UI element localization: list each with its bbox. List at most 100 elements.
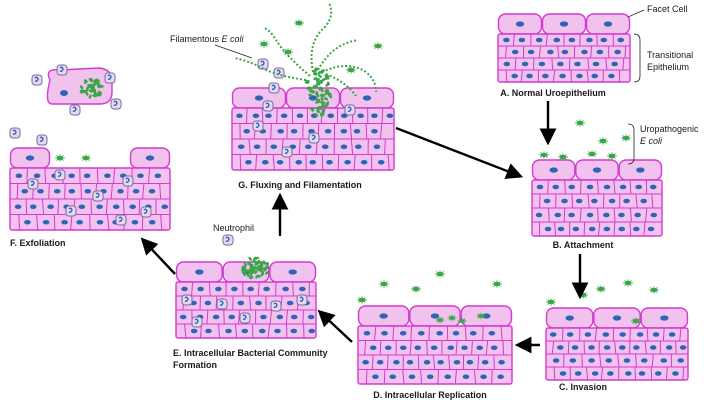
arrow-g-to-b bbox=[395, 126, 524, 179]
neutrophil-icon bbox=[110, 98, 122, 110]
nucleus-icon bbox=[586, 184, 594, 190]
exfoliated-cell bbox=[46, 67, 113, 105]
neutrophil-icon bbox=[181, 294, 193, 306]
bacterium-icon bbox=[316, 107, 321, 110]
bacterium-icon bbox=[346, 66, 356, 74]
nucleus-icon bbox=[212, 314, 220, 320]
nucleus-icon bbox=[263, 286, 270, 292]
nucleus-icon bbox=[634, 212, 641, 218]
nucleus-icon bbox=[406, 359, 414, 365]
filamentous-label: Filamentous E coli bbox=[170, 34, 245, 44]
nucleus-icon bbox=[498, 359, 505, 365]
nucleus-icon bbox=[521, 61, 529, 67]
bacterium-icon bbox=[435, 270, 445, 278]
nucleus-icon bbox=[614, 49, 621, 55]
nucleus-icon bbox=[277, 128, 284, 134]
nucleus-icon bbox=[588, 226, 596, 232]
nucleus-icon bbox=[549, 332, 557, 337]
nucleus-icon bbox=[344, 159, 351, 165]
bacterium-icon bbox=[264, 271, 269, 275]
nucleus-icon bbox=[362, 359, 369, 365]
nucleus-icon bbox=[304, 144, 312, 150]
nucleus-icon bbox=[42, 219, 50, 225]
neutrophil-label: Neutrophil bbox=[213, 223, 254, 233]
bacterium-icon bbox=[259, 40, 269, 48]
nucleus-icon bbox=[649, 345, 657, 350]
nucleus-icon bbox=[561, 49, 569, 55]
bacterium-icon bbox=[321, 77, 326, 82]
nucleus-icon bbox=[295, 159, 303, 165]
neutrophil-icon bbox=[56, 64, 68, 76]
nucleus-icon bbox=[231, 286, 238, 292]
bacterium-icon bbox=[249, 274, 254, 279]
nucleus-icon bbox=[148, 188, 156, 194]
nucleus-icon bbox=[679, 345, 687, 350]
nucleus-icon bbox=[96, 204, 103, 210]
bacterium-icon bbox=[261, 270, 265, 275]
nucleus-icon bbox=[636, 332, 644, 337]
neutrophil-icon bbox=[9, 127, 21, 139]
nucleus-icon bbox=[633, 226, 640, 232]
nucleus-icon bbox=[554, 212, 562, 218]
nucleus-icon bbox=[515, 21, 525, 27]
nucleus-icon bbox=[591, 198, 598, 204]
nucleus-icon bbox=[535, 37, 543, 43]
nucleus-icon bbox=[373, 144, 381, 150]
nucleus-icon bbox=[650, 212, 658, 218]
bacterium-icon bbox=[311, 90, 316, 94]
nucleus-icon bbox=[608, 198, 616, 204]
bacterium-icon bbox=[263, 267, 268, 272]
neutrophil-icon bbox=[27, 178, 39, 190]
nucleus-icon bbox=[618, 212, 625, 218]
nucleus-icon bbox=[195, 269, 204, 275]
bacterium-icon bbox=[324, 103, 329, 108]
nucleus-icon bbox=[309, 159, 317, 165]
nucleus-icon bbox=[47, 204, 54, 210]
bacterium-icon bbox=[373, 42, 383, 50]
nucleus-icon bbox=[270, 144, 278, 150]
nucleus-icon bbox=[14, 204, 22, 210]
intracellular-bacterial-community bbox=[304, 67, 333, 117]
neutrophil-icon bbox=[257, 58, 269, 70]
nucleus-icon bbox=[574, 61, 581, 67]
nucleus-icon bbox=[603, 212, 610, 218]
nucleus-icon bbox=[215, 286, 222, 292]
bacterium-icon bbox=[294, 19, 304, 27]
nucleus-icon bbox=[33, 173, 41, 179]
nucleus-icon bbox=[568, 184, 576, 190]
bacterium-icon bbox=[447, 314, 457, 322]
bacterium-icon bbox=[88, 78, 94, 81]
epithelium-c-invasion bbox=[545, 307, 689, 381]
bacterium-icon bbox=[327, 93, 333, 97]
nucleus-icon bbox=[561, 198, 568, 204]
bacterium-icon bbox=[249, 266, 253, 271]
nucleus-icon bbox=[605, 358, 613, 363]
nucleus-icon bbox=[145, 155, 155, 161]
nucleus-icon bbox=[76, 219, 83, 225]
neutrophil-icon bbox=[115, 214, 127, 226]
bacterium-icon bbox=[264, 262, 270, 265]
nucleus-icon bbox=[399, 330, 407, 336]
neutrophil-icon bbox=[308, 132, 320, 144]
nucleus-icon bbox=[389, 374, 397, 380]
neutrophil-icon bbox=[270, 300, 282, 312]
nucleus-icon bbox=[53, 188, 61, 194]
nucleus-icon bbox=[617, 37, 625, 43]
nucleus-icon bbox=[591, 73, 599, 79]
nucleus-icon bbox=[619, 332, 626, 337]
neutrophil-icon bbox=[239, 312, 251, 324]
nucleus-icon bbox=[511, 73, 518, 79]
stage-g-label: G. Fluxing and Filamentation bbox=[238, 180, 362, 190]
bacterium-icon bbox=[320, 97, 324, 102]
nucleus-icon bbox=[25, 155, 35, 161]
nucleus-icon bbox=[569, 358, 577, 363]
bacterium-icon bbox=[55, 154, 65, 162]
nucleus-icon bbox=[588, 358, 595, 363]
neutrophil-icon bbox=[92, 190, 104, 202]
nucleus-icon bbox=[552, 358, 560, 363]
nucleus-icon bbox=[37, 188, 44, 194]
nucleus-icon bbox=[602, 332, 610, 337]
neutrophil-icon bbox=[104, 72, 116, 84]
